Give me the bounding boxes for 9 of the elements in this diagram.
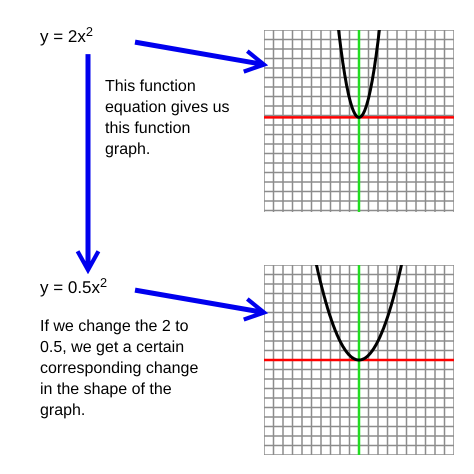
equation: y = 0.5x$^{2}$	[40, 273, 108, 303]
note-text: If we change the 2 to 0.5, we get a certain corresponding change in the shape of the graph.	[40, 317, 200, 421]
arrow	[76, 54, 100, 272]
note-text: This function equation gives us this function graph.	[105, 77, 231, 160]
arrow	[134, 288, 266, 322]
graph-drawing	[264, 265, 454, 455]
graph-drawing	[264, 30, 454, 212]
arrow	[134, 40, 266, 74]
equation: y = 2x$^{2}$	[40, 22, 93, 52]
